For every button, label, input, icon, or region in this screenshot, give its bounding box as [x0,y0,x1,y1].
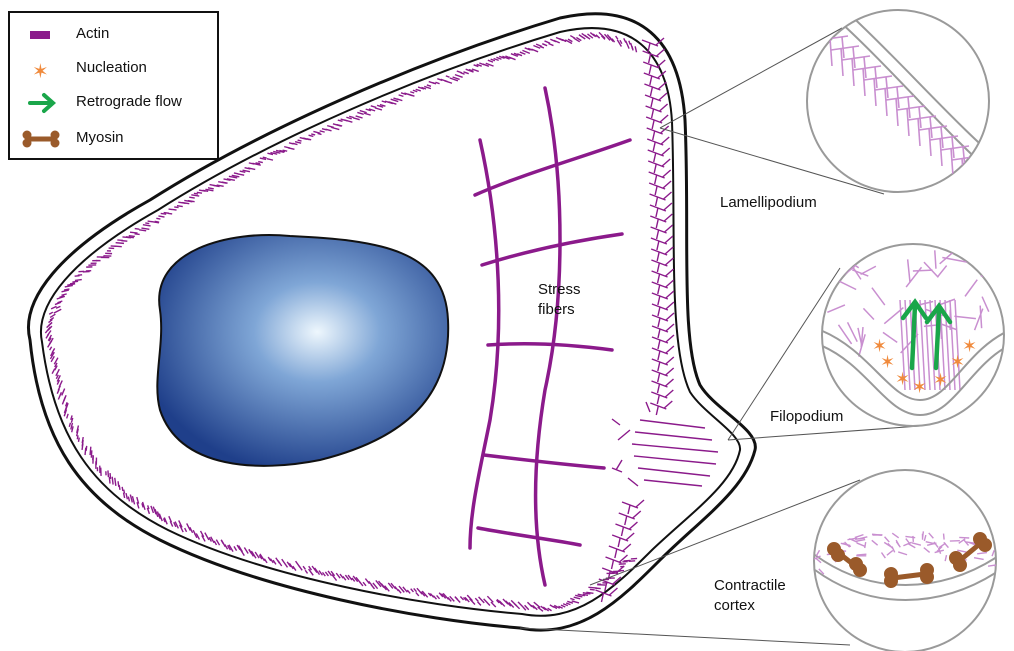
legend-label: Actin [76,25,109,42]
legend-label: Retrograde flow [76,93,182,110]
legend-item-myosin: Myosin [10,125,217,153]
stress-fibers [470,88,630,585]
lamellipodium-zoom-circle [807,10,1010,196]
lamellipodium-network [595,38,674,602]
nucleation-star-icon: ✶ [20,57,60,81]
nucleus [157,235,448,466]
lamellipodium-label: Lamellipodium [720,193,817,213]
contractile-cortex-label-line1: Contractile [714,576,786,596]
contractile-cortex-zoom-circle [813,470,1005,651]
legend-item-actin: Actin [10,21,217,49]
legend-label: Myosin [76,129,124,146]
svg-text:✶: ✶ [32,59,49,81]
legend: Actin ✶ Nucleation Retrograde flow Myosi… [8,11,219,160]
svg-text:✶: ✶ [962,336,977,357]
filopodium-zoom-circle: ✶ ✶ ✶ ✶ ✶ ✶ ✶ [820,244,1010,426]
filopodium-label: Filopodium [770,407,843,427]
contractile-cortex-label-line2: cortex [714,596,786,616]
actin-swatch-icon [20,23,60,47]
stress-fibers-label: Stress fibers [538,280,581,320]
legend-item-nucleation: ✶ Nucleation [10,55,217,83]
svg-text:✶: ✶ [880,352,895,373]
filopodium-bundle [612,402,718,486]
stress-fibers-label-line2: fibers [538,300,581,320]
myosin-dumbbell-icon [20,127,60,151]
svg-text:✶: ✶ [933,370,948,391]
legend-label: Nucleation [76,59,147,76]
legend-item-retrograde: Retrograde flow [10,89,217,117]
contractile-cortex-label: Contractile cortex [714,576,786,616]
retrograde-arrow-icon [20,91,60,115]
svg-text:✶: ✶ [895,369,910,390]
stress-fibers-label-line1: Stress [538,280,581,300]
svg-text:✶: ✶ [912,377,927,398]
